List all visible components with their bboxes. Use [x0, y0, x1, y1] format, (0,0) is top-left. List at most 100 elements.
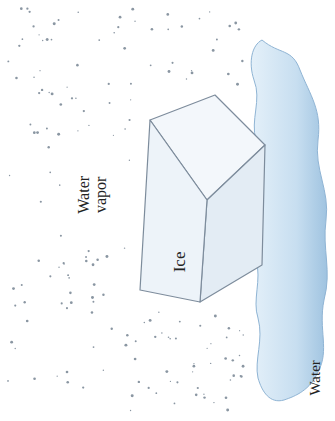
vapor-dot	[91, 296, 94, 299]
vapor-dot	[174, 403, 176, 405]
vapor-dot	[46, 128, 48, 130]
vapor-dot	[67, 274, 69, 276]
vapor-dot	[33, 77, 35, 79]
vapor-dot	[63, 262, 65, 264]
vapor-dot	[176, 381, 178, 383]
vapor-dot	[70, 301, 73, 304]
vapor-dot	[14, 305, 16, 307]
vapor-dot	[9, 175, 10, 176]
vapor-dot	[75, 97, 77, 99]
vapor-dot	[24, 301, 26, 303]
vapor-dot	[119, 16, 122, 19]
vapor-dot	[179, 321, 181, 323]
vapor-dot	[199, 325, 201, 327]
vapor-dot	[193, 365, 196, 368]
vapor-dot	[123, 47, 126, 50]
vapor-dot	[199, 18, 201, 20]
vapor-dot	[126, 334, 129, 337]
vapor-dot	[40, 201, 42, 203]
vapor-dot	[49, 171, 51, 173]
vapor-dot	[15, 348, 16, 349]
vapor-dot	[206, 348, 207, 349]
vapor-dot	[239, 355, 241, 357]
vapor-dot	[232, 374, 235, 377]
vapor-dot	[232, 359, 234, 361]
vapor-dot	[186, 78, 187, 79]
vapor-dot	[59, 184, 61, 186]
vapor-dot	[76, 64, 79, 67]
vapor-dot	[166, 13, 169, 16]
vapor-dot	[158, 311, 159, 312]
vapor-dot	[51, 92, 54, 95]
vapor-dot	[60, 235, 62, 237]
vapor-dot	[124, 247, 125, 248]
vapor-dot	[227, 73, 230, 76]
vapor-dot	[151, 28, 154, 31]
vapor-dot	[193, 363, 194, 364]
vapor-dot	[36, 131, 39, 134]
vapor-dot	[228, 25, 231, 28]
vapor-dot	[234, 22, 237, 25]
vapor-dot	[128, 119, 130, 121]
ice-block: Ice	[171, 252, 189, 273]
vapor-dot	[241, 60, 243, 62]
vapor-dot	[161, 332, 163, 334]
vapor-dot	[58, 19, 60, 21]
vapor-dot	[42, 40, 43, 41]
vapor-dot	[131, 8, 134, 11]
vapor-dot	[32, 25, 34, 27]
vapor-dot	[197, 387, 199, 389]
vapor-dot	[135, 340, 137, 342]
vapor-dot	[175, 337, 177, 339]
vapor-dot	[21, 284, 23, 286]
vapor-dot	[134, 21, 135, 22]
vapor-dot	[124, 128, 126, 130]
vapor-dot	[57, 133, 60, 136]
vapor-dot	[28, 11, 30, 13]
vapor-dot	[77, 11, 79, 13]
vapor-dot	[51, 39, 53, 41]
ice-cube	[140, 95, 265, 302]
ice-label: Ice	[171, 252, 189, 273]
vapor-dot	[66, 87, 67, 88]
vapor-dot	[240, 375, 242, 377]
vapor-dot	[238, 28, 240, 30]
vapor-dot	[88, 250, 90, 252]
vapor-dot	[98, 39, 100, 41]
vapor-dot	[224, 357, 227, 360]
vapor-dot	[149, 319, 152, 322]
vapor-dot	[239, 330, 240, 331]
vapor-dot	[57, 375, 58, 376]
vapor-dot	[130, 83, 132, 85]
vapor-dot	[82, 386, 84, 388]
vapor-dot	[29, 123, 31, 125]
vapor-dot	[150, 64, 152, 66]
vapor-dot	[12, 287, 15, 290]
vapor-dot	[85, 260, 88, 263]
vapor-dot	[113, 135, 114, 136]
vapor-dot	[243, 334, 244, 335]
vapor-dot	[7, 380, 9, 382]
vapor-dot	[117, 26, 119, 28]
vapor-dot	[144, 322, 146, 324]
vapor-dot	[209, 11, 210, 12]
vapor-dot	[192, 371, 193, 372]
water-label: Water	[308, 348, 324, 408]
vapor-dot	[155, 392, 157, 394]
vapor-dot	[47, 146, 49, 148]
vapor-dot	[7, 60, 9, 62]
vapor-dot	[59, 103, 62, 106]
vapor-dot	[26, 320, 29, 323]
vapor-dot	[91, 311, 94, 314]
vapor-dot	[148, 387, 150, 389]
vapor-dot	[167, 28, 169, 30]
vapor-dot	[38, 92, 40, 94]
vapor-dot	[53, 22, 56, 25]
vapor-dot	[77, 130, 78, 131]
vapor-dot	[203, 396, 205, 398]
vapor-dot	[102, 293, 104, 295]
vapor-dot	[58, 266, 59, 267]
vapor-dot	[168, 70, 171, 73]
vapor-dot	[111, 328, 113, 330]
